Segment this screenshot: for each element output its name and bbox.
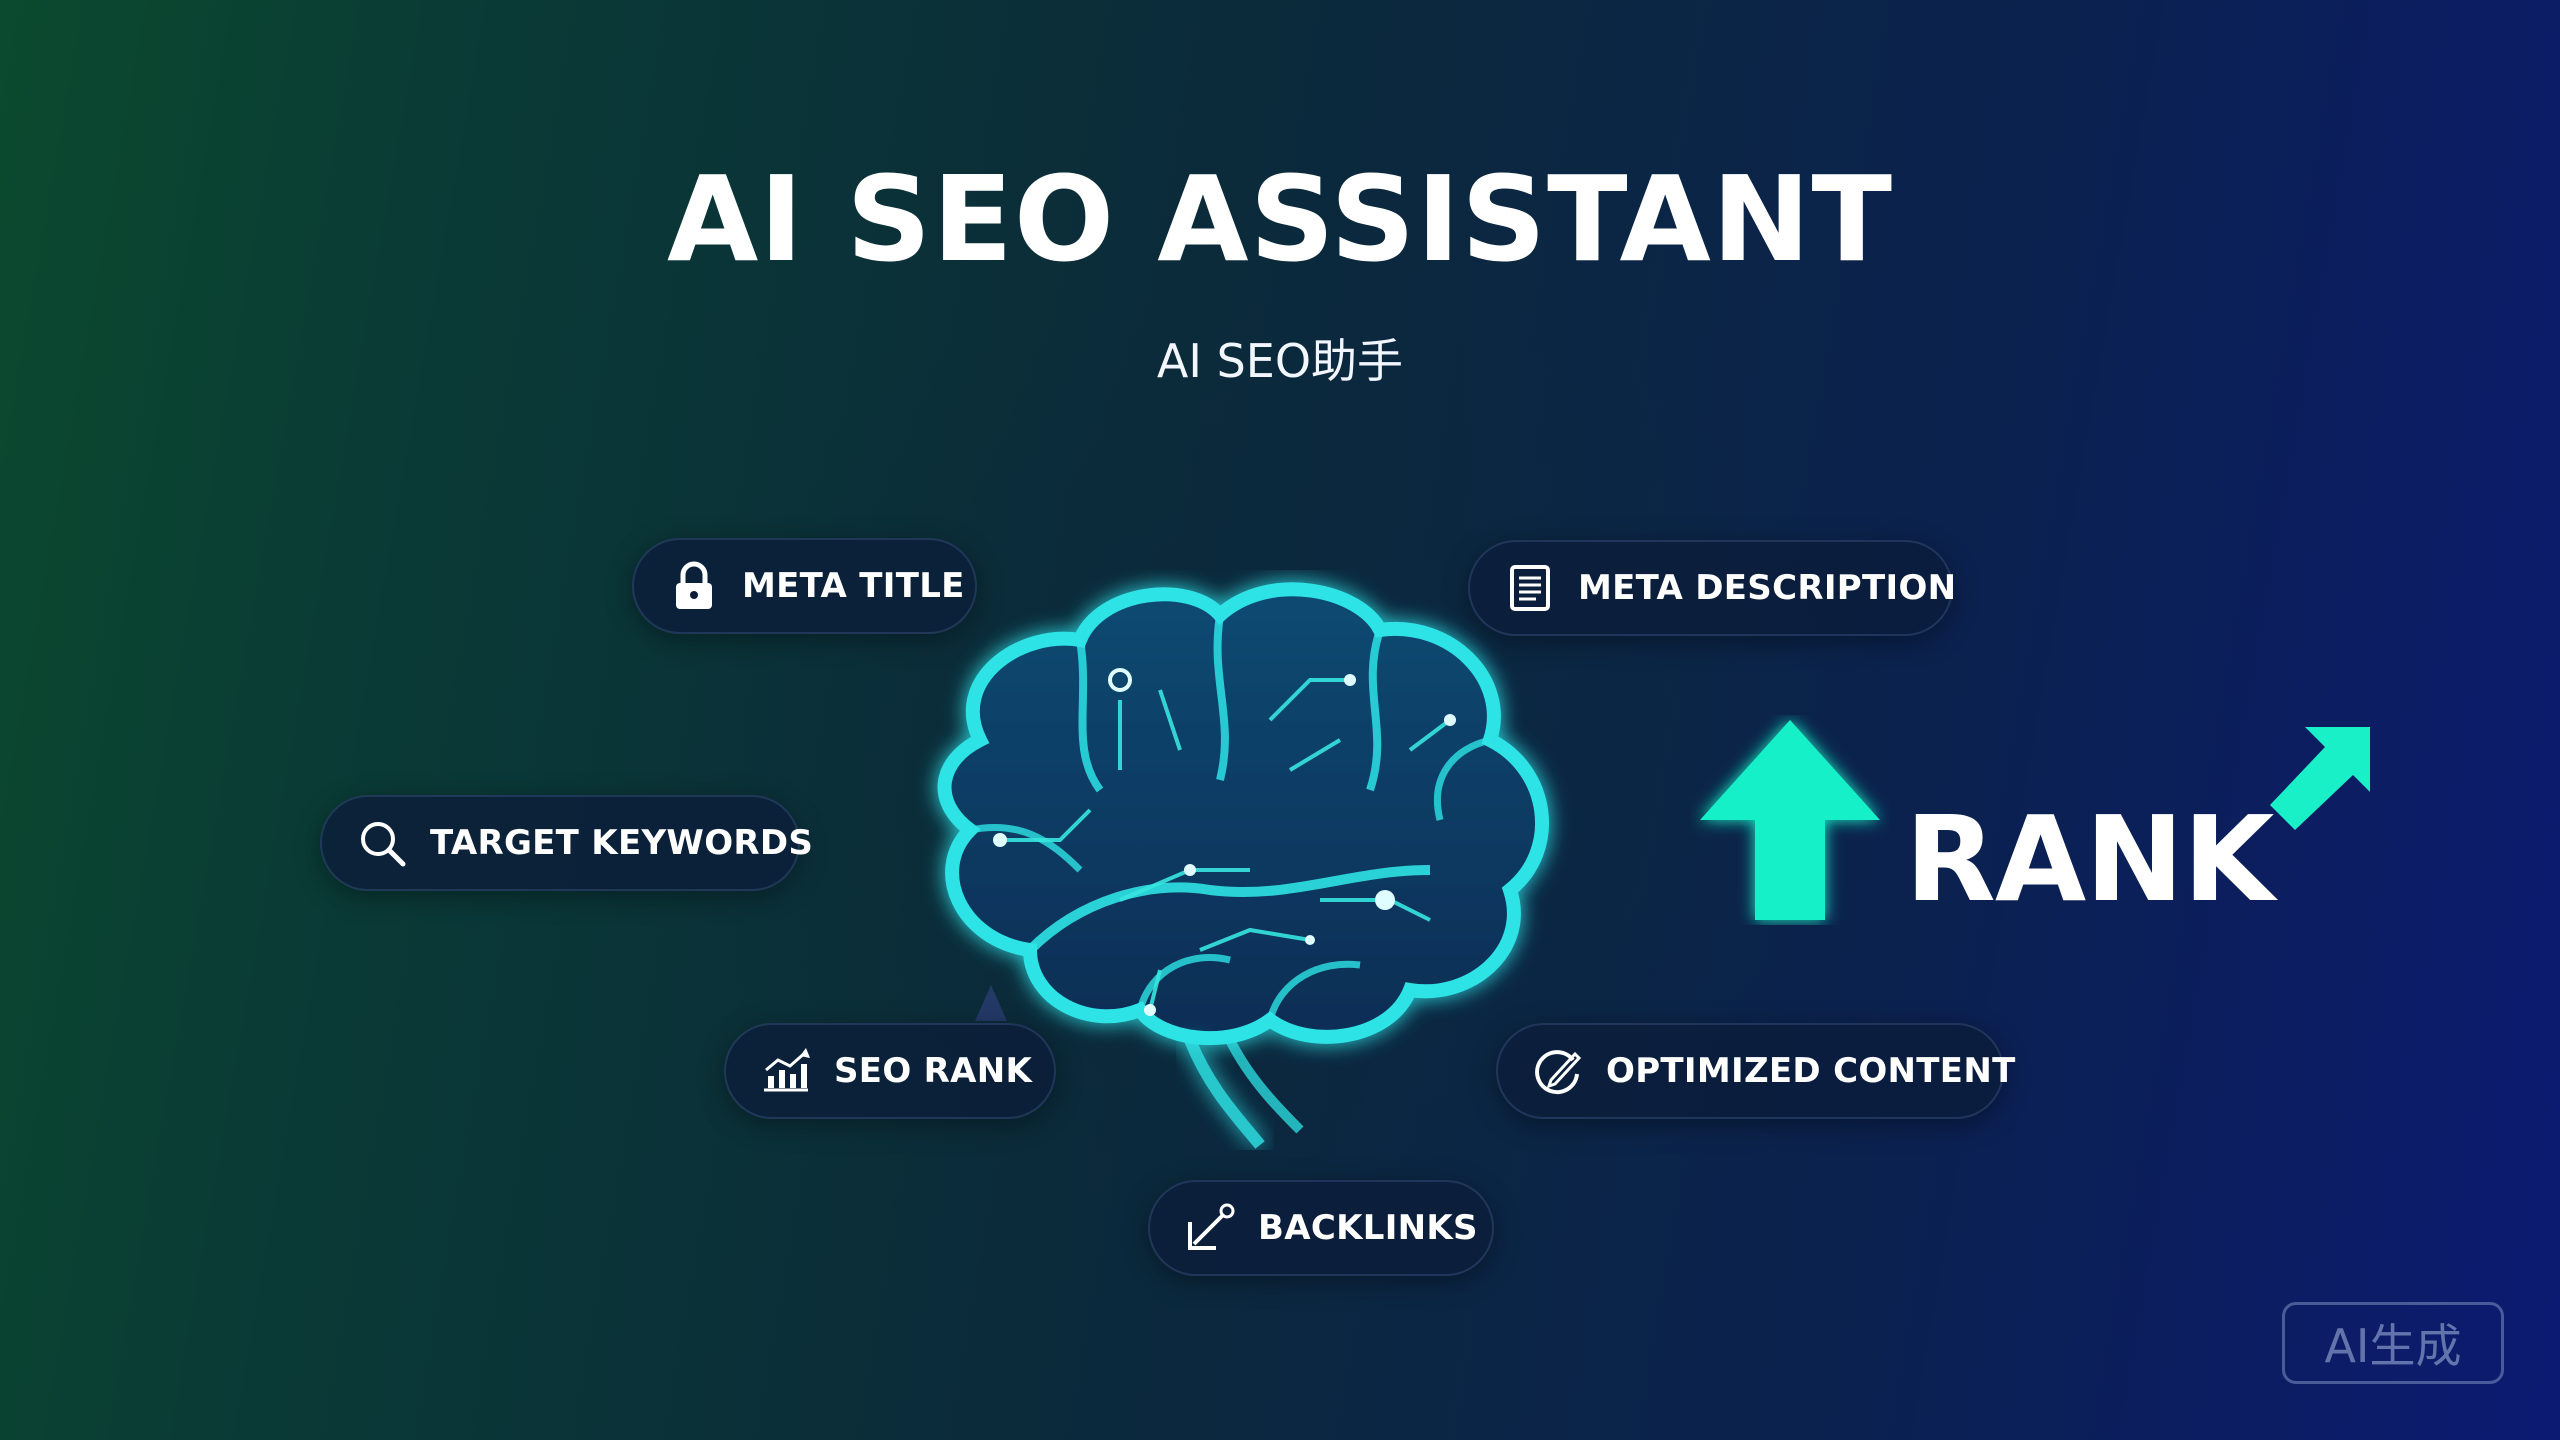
up-arrow-icon xyxy=(1700,720,1880,920)
optimized-content-label: OPTIMIZED CONTENT xyxy=(1606,1051,2016,1091)
seo-rank-pill[interactable]: SEO RANK xyxy=(724,1023,1056,1119)
brain-icon xyxy=(937,582,1549,1149)
edit-icon xyxy=(1532,1045,1584,1097)
rank-label: RANK xyxy=(1905,790,2274,928)
trend-up-arrow-icon xyxy=(2270,727,2370,830)
page-title: AI SEO ASSISTANT xyxy=(666,150,1894,288)
seo-rank-label: SEO RANK xyxy=(834,1051,1033,1091)
meta-description-label: META DESCRIPTION xyxy=(1578,568,1957,608)
backlinks-label: BACKLINKS xyxy=(1258,1208,1478,1248)
chart-icon xyxy=(760,1045,812,1097)
optimized-content-pill[interactable]: OPTIMIZED CONTENT xyxy=(1496,1023,2015,1119)
lock-icon xyxy=(668,560,720,612)
meta-title-label: META TITLE xyxy=(742,566,965,606)
document-icon xyxy=(1504,562,1556,614)
search-icon xyxy=(356,817,408,869)
meta-title-pill[interactable]: META TITLE xyxy=(632,538,977,634)
page-subtitle: AI SEO助手 xyxy=(1156,334,1404,388)
callout-pointer xyxy=(975,985,1007,1021)
link-arrow-icon xyxy=(1184,1202,1236,1254)
ai-generated-watermark: AI生成 xyxy=(2282,1302,2504,1384)
target-keywords-pill[interactable]: TARGET KEYWORDS xyxy=(320,795,813,891)
target-keywords-label: TARGET KEYWORDS xyxy=(430,823,814,863)
backlinks-pill[interactable]: BACKLINKS xyxy=(1148,1180,1494,1276)
meta-description-pill[interactable]: META DESCRIPTION xyxy=(1468,540,1957,636)
